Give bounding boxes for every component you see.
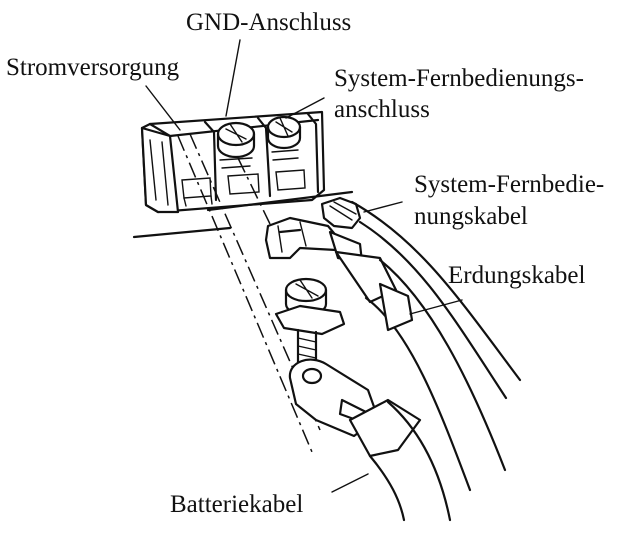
ground-cable <box>334 250 507 492</box>
label-remote-terminal-2: anschluss <box>334 96 430 123</box>
alignment-line-gnd <box>237 157 271 225</box>
guide-line-upper <box>206 190 354 212</box>
remote-terminal-screw <box>266 115 302 161</box>
leader-ground-cable <box>409 299 463 315</box>
gnd-terminal-screw <box>216 121 256 169</box>
leader-remote-cable <box>363 201 403 213</box>
battery-cable <box>348 398 452 522</box>
remote-cable <box>350 200 522 400</box>
label-remote-cable-2: nungskabel <box>414 203 528 230</box>
label-remote-cable-1: System-Fernbedie- <box>414 171 604 198</box>
guide-line-lower <box>132 226 232 239</box>
leader-battery-cable <box>331 473 369 493</box>
leader-remote-terminal <box>285 97 325 119</box>
mounting-screw <box>274 277 346 374</box>
label-gnd-terminal: GND-Anschluss <box>186 9 351 36</box>
label-battery-cable: Batteriekabel <box>170 491 303 518</box>
label-remote-terminal-1: System-Fernbedienungs- <box>334 65 584 92</box>
label-power-supply: Stromversorgung <box>6 54 180 81</box>
label-ground-cable: Erdungskabel <box>448 262 586 289</box>
leader-gnd <box>225 39 241 117</box>
leader-power <box>145 85 181 131</box>
spade-terminal-remote <box>320 196 362 230</box>
